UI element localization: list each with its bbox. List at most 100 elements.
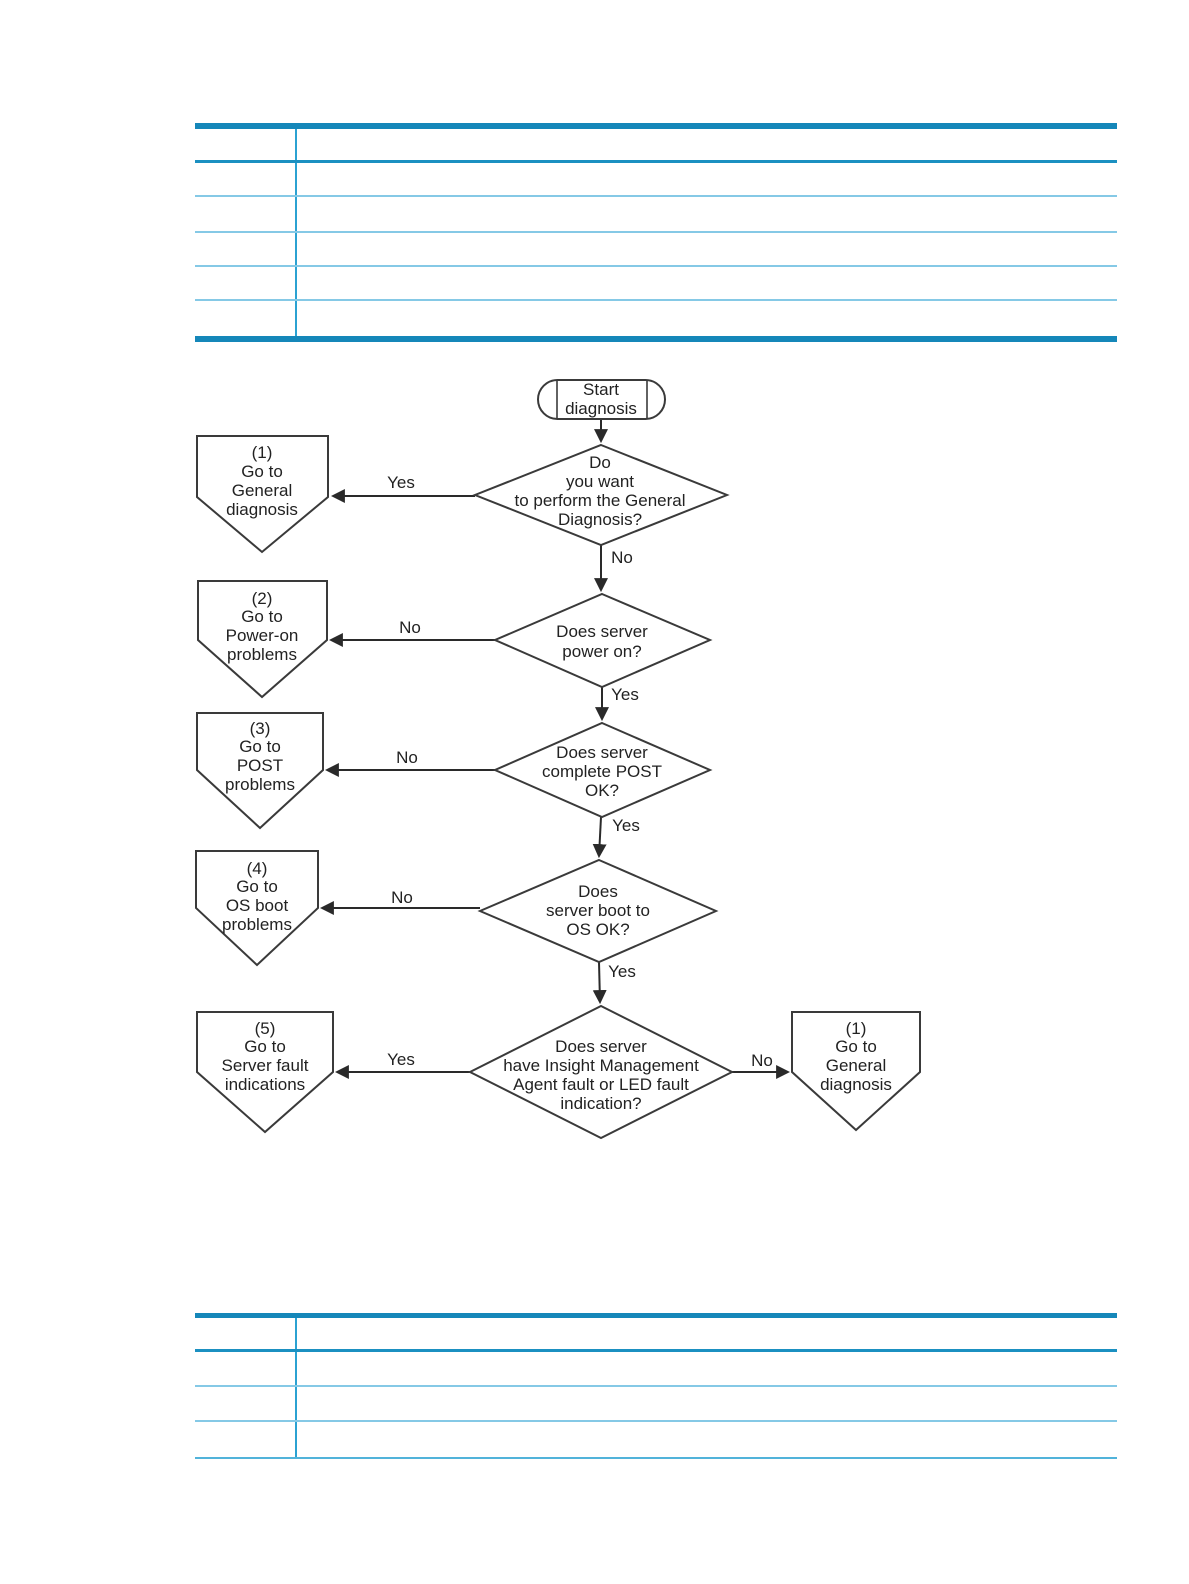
start-node: Start diagnosis <box>537 379 666 420</box>
connector-text-line: Go to <box>241 607 283 626</box>
decision-os-boot: Does server boot to OS OK? <box>477 858 719 964</box>
connector-post-problems: (3) Go to POST problems <box>196 712 324 830</box>
bottom-table <box>195 1313 1117 1459</box>
connector-shape <box>791 1011 921 1132</box>
table-cell-label <box>195 1318 297 1349</box>
connector-text-line: problems <box>222 915 292 934</box>
connector-shape <box>196 712 324 830</box>
decision-shape <box>492 592 713 689</box>
edge-label-yes: Yes <box>608 962 636 981</box>
table-row <box>195 1422 1117 1457</box>
connector-server-fault-indications: (5) Go to Server fault indications <box>196 1011 334 1134</box>
connector-text-line: Go to <box>239 737 281 756</box>
table-cell-label <box>195 267 297 299</box>
table-cell-content <box>297 1318 1117 1349</box>
decision-text-line: complete POST <box>542 762 662 781</box>
decision-shape <box>472 443 730 547</box>
connector-text-line: Power-on <box>226 626 299 645</box>
edge-label-no: No <box>611 548 633 567</box>
edge-label-yes: Yes <box>612 816 640 835</box>
edge-label-yes: Yes <box>387 1050 415 1069</box>
connector-text-line: (2) <box>252 589 273 608</box>
connector-os-boot-problems: (4) Go to OS boot problems <box>195 850 319 967</box>
connector-shape <box>196 1011 334 1134</box>
edge-label-no: No <box>751 1051 773 1070</box>
decision-text-line: Does server <box>556 743 648 762</box>
connector-text-line: POST <box>237 756 283 775</box>
connector-shape <box>196 435 329 554</box>
edge-d3-yes <box>592 816 607 859</box>
connector-shape <box>197 580 328 699</box>
start-text-line: Start <box>583 380 619 399</box>
connector-text-line: (4) <box>247 859 268 878</box>
edge-label-yes: Yes <box>387 473 415 492</box>
decision-text-line: power on? <box>562 642 641 661</box>
edge-label-yes: Yes <box>611 685 639 704</box>
decision-text-line: Does server <box>555 1037 647 1056</box>
table-cell-label <box>195 1352 297 1385</box>
table-cell-content <box>297 1387 1117 1420</box>
connector-text-line: (3) <box>250 719 271 738</box>
table-row <box>195 301 1117 336</box>
table-row <box>195 267 1117 301</box>
connector-text-line: (1) <box>252 443 273 462</box>
connector-text-line: General <box>826 1056 886 1075</box>
decision-text-line: indication? <box>560 1094 641 1113</box>
edge-label-no: No <box>391 888 413 907</box>
connector-text-line: Go to <box>241 462 283 481</box>
edge-d4-yes <box>592 961 607 1005</box>
table-cell-label <box>195 197 297 231</box>
table-row <box>195 1352 1117 1387</box>
table-cell-label <box>195 163 297 195</box>
decision-power-on: Does server power on? <box>492 592 713 689</box>
connector-text-line: indications <box>225 1075 305 1094</box>
table-cell-content <box>297 1422 1117 1457</box>
top-table <box>195 123 1117 342</box>
decision-shape <box>477 858 719 964</box>
decision-text-line: server boot to <box>546 901 650 920</box>
table-row <box>195 129 1117 163</box>
connector-text-line: General <box>232 481 292 500</box>
decision-shape <box>467 1004 735 1140</box>
decision-text-line: OK? <box>585 781 619 800</box>
decision-text-line: Agent fault or LED fault <box>513 1075 689 1094</box>
connector-text-line: diagnosis <box>226 500 298 519</box>
decision-shape <box>492 721 713 819</box>
table-cell-label <box>195 301 297 336</box>
table-cell-label <box>195 233 297 265</box>
decision-text-line: to perform the General <box>514 491 685 510</box>
decision-post: Does server complete POST OK? <box>492 721 713 819</box>
connector-power-on-problems: (2) Go to Power-on problems <box>197 580 328 699</box>
table-row <box>195 197 1117 233</box>
connector-shape <box>195 850 319 967</box>
decision-text-line: have Insight Management <box>503 1056 699 1075</box>
decision-text-line: OS OK? <box>566 920 629 939</box>
connector-text-line: problems <box>225 775 295 794</box>
decision-fault-indication: Does server have Insight Management Agen… <box>467 1004 735 1140</box>
table-cell-label <box>195 1387 297 1420</box>
table-row <box>195 163 1117 197</box>
table-cell-label <box>195 1422 297 1457</box>
connector-general-diagnosis-right: (1) Go to General diagnosis <box>791 1011 921 1132</box>
start-shape <box>537 379 666 420</box>
decision-general-diagnosis: Do you want to perform the General Diagn… <box>472 443 730 547</box>
edge-label-no: No <box>396 748 418 767</box>
decision-text-line: Does <box>578 882 618 901</box>
decision-text-line: Diagnosis? <box>558 510 642 529</box>
connector-text-line: Server fault <box>222 1056 309 1075</box>
table-row <box>195 1318 1117 1352</box>
connector-text-line: diagnosis <box>820 1075 892 1094</box>
edge-label-no: No <box>399 618 421 637</box>
connector-general-diagnosis: (1) Go to General diagnosis <box>196 435 329 554</box>
connector-text-line: (5) <box>255 1019 276 1038</box>
table-row <box>195 1387 1117 1422</box>
connector-text-line: Go to <box>236 877 278 896</box>
table-row <box>195 233 1117 267</box>
connector-text-line: Go to <box>244 1037 286 1056</box>
decision-text-line: you want <box>566 472 634 491</box>
decision-text-line: Do <box>589 453 611 472</box>
connector-text-line: problems <box>227 645 297 664</box>
decision-text-line: Does server <box>556 622 648 641</box>
